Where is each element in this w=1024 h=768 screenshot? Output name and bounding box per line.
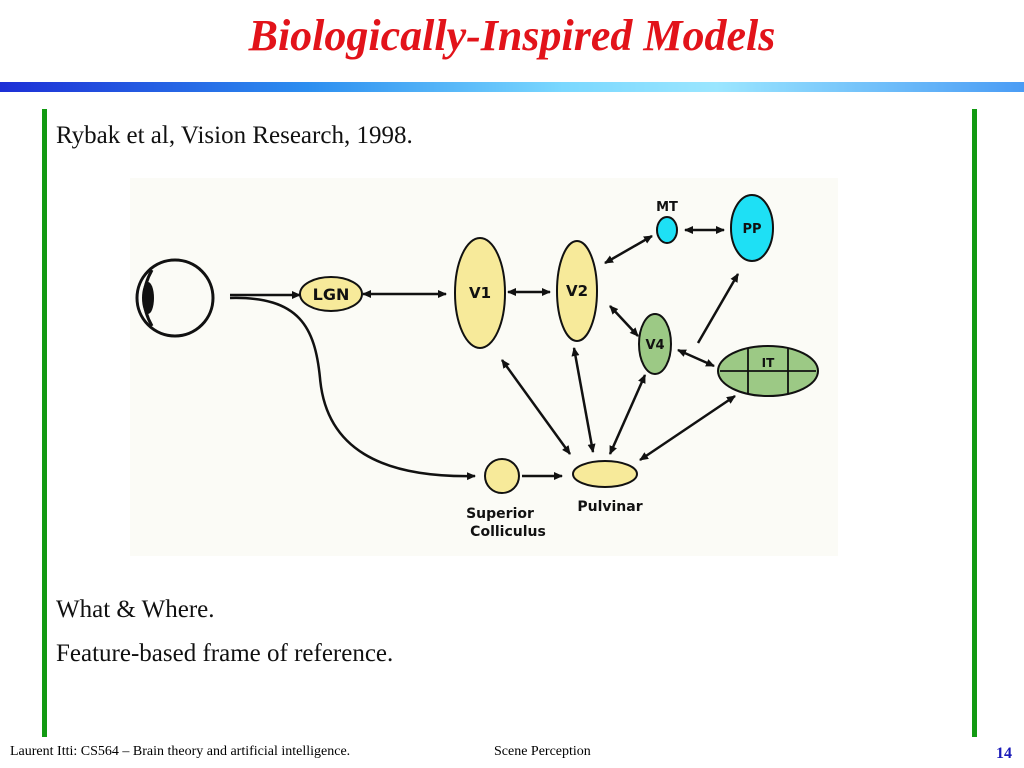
bullet-what-where: What & Where. bbox=[56, 596, 215, 623]
node-v2: V2 bbox=[556, 240, 598, 342]
node-v1: V1 bbox=[454, 237, 506, 349]
node-pulvinar: Pulvinar bbox=[572, 460, 643, 515]
node-mt: MT bbox=[656, 200, 678, 244]
it-pp-arrow bbox=[696, 273, 740, 344]
it-pulvinar-arrow bbox=[639, 394, 736, 462]
footer-author: Laurent Itti: CS564 – Brain theory and a… bbox=[10, 744, 351, 759]
v4-label: V4 bbox=[645, 338, 664, 353]
v4-it-arrow bbox=[677, 348, 715, 368]
diagram-svg: LGN V1 V2 MT PP V4 IT bbox=[135, 194, 819, 540]
visual-pathway-diagram: LGN V1 V2 MT PP V4 IT bbox=[130, 178, 838, 556]
page-number: 14 bbox=[996, 745, 1012, 762]
connection-arrows bbox=[229, 226, 740, 481]
lgn-label: LGN bbox=[313, 285, 350, 304]
footer-topic: Scene Perception bbox=[494, 744, 591, 759]
sc-label-line2: Colliculus bbox=[470, 524, 546, 540]
node-superior-colliculus: Superior Colliculus bbox=[466, 458, 546, 540]
title-gradient-bar bbox=[0, 82, 1024, 92]
v2-v4-arrow bbox=[609, 305, 639, 337]
node-lgn: LGN bbox=[299, 276, 363, 312]
eye-to-sc-arrow bbox=[229, 296, 476, 481]
pulvinar-label: Pulvinar bbox=[577, 499, 642, 515]
it-label: IT bbox=[762, 356, 775, 370]
v4-pulvinar-arrow bbox=[608, 374, 647, 455]
node-pp: PP bbox=[730, 194, 774, 262]
citation-text: Rybak et al, Vision Research, 1998. bbox=[56, 122, 413, 149]
right-accent-line bbox=[972, 109, 977, 737]
pp-label: PP bbox=[742, 222, 761, 237]
v1-pulvinar-arrow bbox=[500, 359, 572, 455]
v2-mt-arrow bbox=[604, 234, 653, 265]
eye-icon bbox=[135, 258, 215, 338]
mt-label: MT bbox=[656, 200, 678, 215]
left-accent-line bbox=[42, 109, 47, 737]
node-v4: V4 bbox=[638, 313, 672, 375]
bullet-feature-based: Feature-based frame of reference. bbox=[56, 640, 394, 667]
v2-label: V2 bbox=[566, 282, 588, 300]
node-it: IT bbox=[717, 345, 819, 397]
sc-label-line1: Superior bbox=[466, 506, 534, 522]
v2-pulvinar-arrow bbox=[571, 347, 596, 453]
slide-title: Biologically-Inspired Models bbox=[248, 11, 776, 60]
v1-label: V1 bbox=[469, 284, 491, 302]
